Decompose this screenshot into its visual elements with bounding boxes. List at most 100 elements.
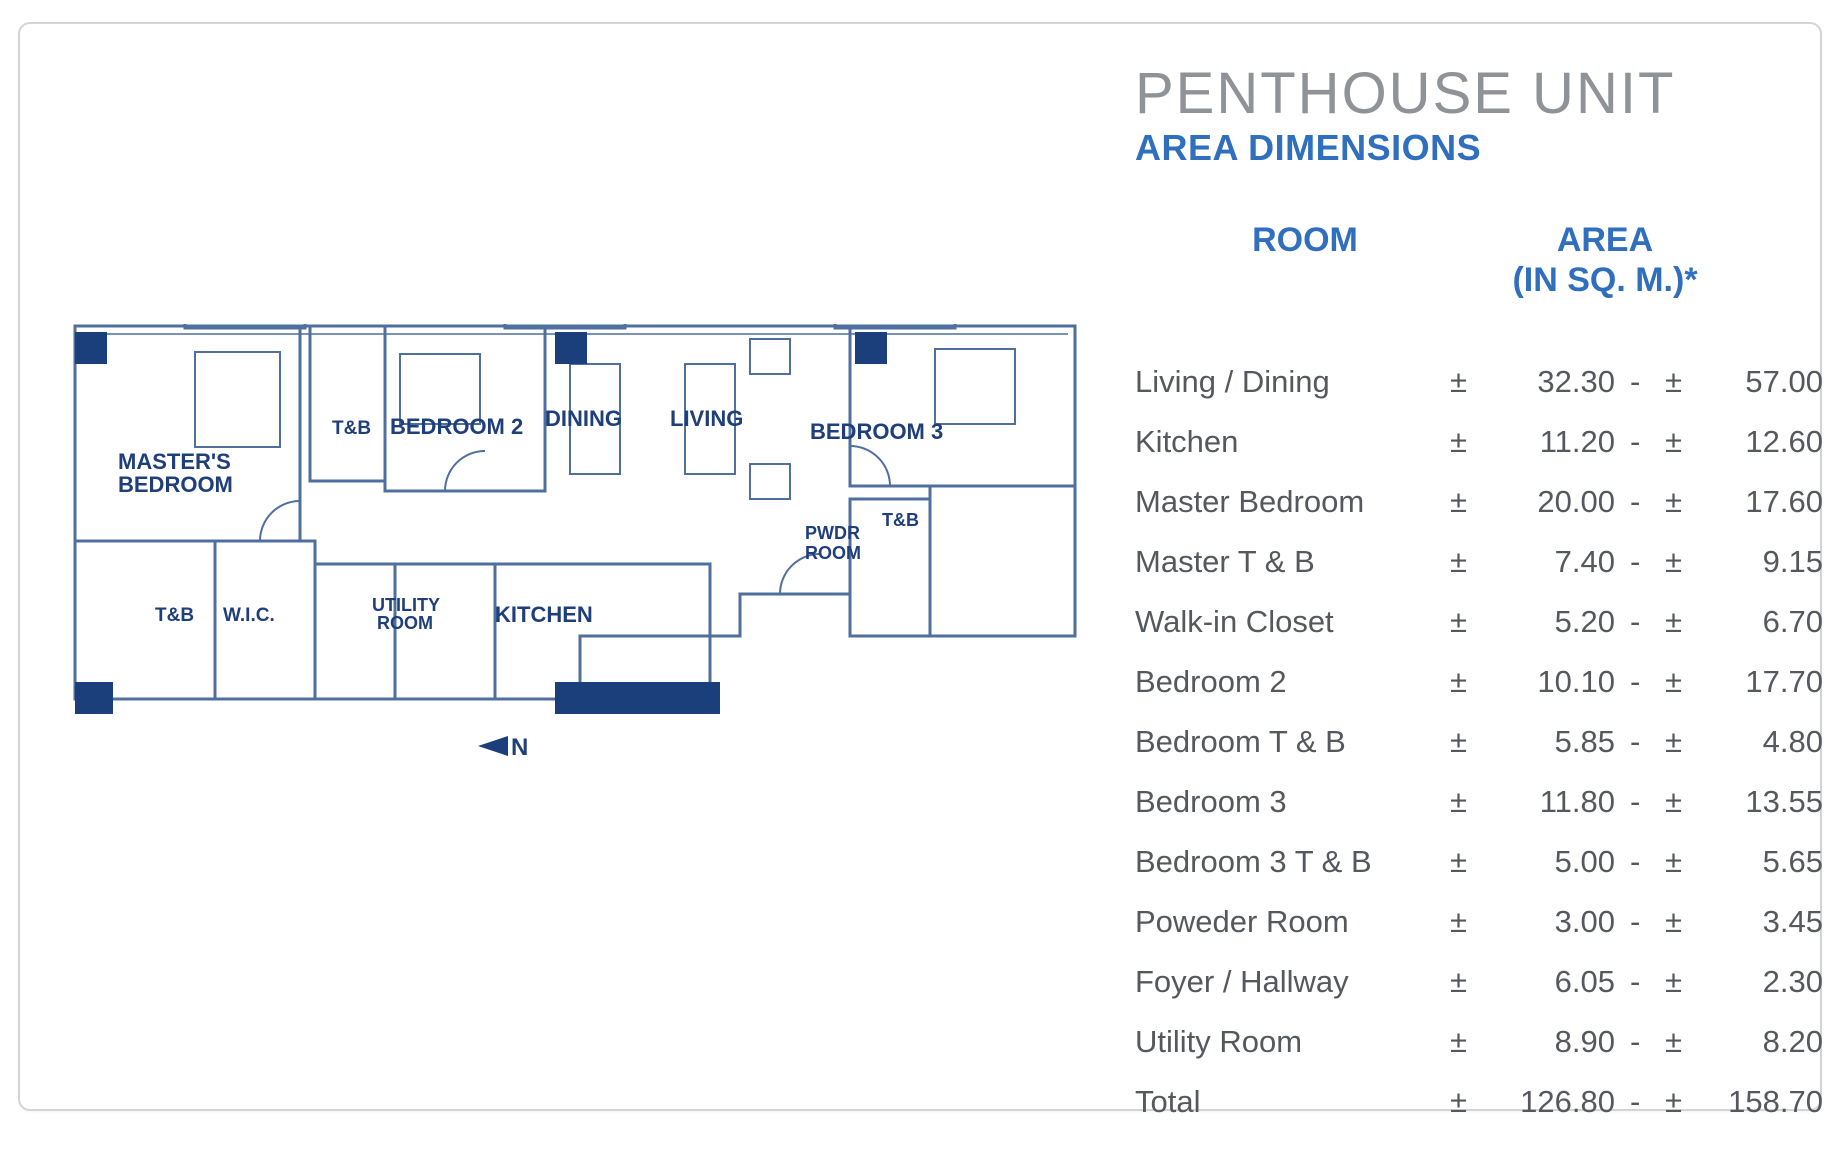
area-min: 10.10 [1537, 664, 1615, 699]
page-subtitle: AREA DIMENSIONS [1135, 127, 1482, 168]
range-dash: - [1630, 964, 1641, 999]
label-powder-room-line2: ROOM [805, 543, 861, 563]
table-row: Kitchen ± 11.20 - ± 12.60 [1135, 412, 1835, 472]
table-row: Poweder Room ± 3.00 - ± 3.45 [1135, 892, 1835, 952]
range-dash: - [1630, 724, 1641, 759]
area-max: 9.15 [1762, 544, 1823, 579]
area-min: 20.00 [1537, 484, 1615, 519]
table-row: Bedroom 2 ± 10.10 - ± 17.70 [1135, 652, 1835, 712]
range-dash: - [1630, 1024, 1641, 1059]
plus-minus: ± [1665, 484, 1683, 519]
area-max: 158.70 [1728, 1084, 1823, 1119]
room-name: Walk-in Closet [1135, 604, 1334, 639]
room-name: Kitchen [1135, 424, 1239, 459]
label-powder-room: PWDR [805, 523, 860, 543]
table-row: Bedroom 3 ± 11.80 - ± 13.55 [1135, 772, 1835, 832]
plus-minus: ± [1665, 604, 1683, 639]
label-bedroom-3: BEDROOM 3 [810, 419, 943, 444]
area-min: 5.00 [1554, 844, 1615, 879]
label-kitchen: KITCHEN [495, 602, 593, 627]
area-dimensions-panel: PENTHOUSE UNIT AREA DIMENSIONS ROOM AREA… [1135, 62, 1835, 1120]
range-dash: - [1630, 904, 1641, 939]
range-dash: - [1630, 784, 1641, 819]
area-min: 7.40 [1554, 544, 1615, 579]
plus-minus: ± [1450, 364, 1468, 399]
area-min: 11.20 [1539, 424, 1615, 459]
plus-minus: ± [1450, 484, 1468, 519]
table-row: Living / Dining ± 32.30 - ± 57.00 [1135, 352, 1835, 412]
plus-minus: ± [1665, 664, 1683, 699]
room-name: Bedroom T & B [1135, 724, 1346, 759]
room-name: Total [1135, 1084, 1201, 1119]
plus-minus: ± [1450, 424, 1468, 459]
plus-minus: ± [1450, 724, 1468, 759]
floor-plan: MASTER'S BEDROOM T&B BEDROOM 2 DINING LI… [60, 324, 1100, 924]
range-dash: - [1630, 844, 1641, 879]
floor-plan-drawing: MASTER'S BEDROOM T&B BEDROOM 2 DINING LI… [73, 324, 1077, 761]
table-row: Master Bedroom ± 20.00 - ± 17.60 [1135, 472, 1835, 532]
range-dash: - [1630, 484, 1641, 519]
area-max: 12.60 [1745, 424, 1823, 459]
area-min: 32.30 [1537, 364, 1615, 399]
north-label: N [511, 734, 528, 761]
plus-minus: ± [1665, 844, 1683, 879]
area-max: 2.30 [1762, 964, 1823, 999]
plus-minus: ± [1665, 904, 1683, 939]
plus-minus: ± [1450, 1084, 1468, 1119]
range-dash: - [1630, 604, 1641, 639]
area-max: 4.80 [1762, 724, 1823, 759]
range-dash: - [1630, 424, 1641, 459]
plus-minus: ± [1450, 604, 1468, 639]
area-min: 5.85 [1554, 724, 1615, 759]
table-row: Bedroom T & B ± 5.85 - ± 4.80 [1135, 712, 1835, 772]
room-name: Bedroom 3 [1135, 784, 1287, 819]
label-tb-bedroom3: T&B [882, 510, 919, 530]
label-masters-bedroom: MASTER'S [118, 449, 231, 474]
label-bedroom-2: BEDROOM 2 [390, 414, 523, 439]
range-dash: - [1630, 1084, 1641, 1119]
area-table: Living / Dining ± 32.30 - ± 57.00 Kitche… [1135, 352, 1835, 1132]
range-dash: - [1630, 364, 1641, 399]
column-header-room: ROOM [1252, 221, 1358, 259]
label-masters-bedroom-line2: BEDROOM [118, 472, 233, 497]
floor-plan-card: MASTER'S BEDROOM T&B BEDROOM 2 DINING LI… [18, 22, 1823, 1119]
label-tb-bedroom2: T&B [332, 418, 371, 439]
plus-minus: ± [1450, 664, 1468, 699]
area-max: 57.00 [1745, 364, 1823, 399]
area-max: 8.20 [1762, 1024, 1823, 1059]
plus-minus: ± [1665, 784, 1683, 819]
plus-minus: ± [1450, 544, 1468, 579]
area-min: 11.80 [1539, 784, 1615, 819]
range-dash: - [1630, 664, 1641, 699]
room-name: Foyer / Hallway [1135, 964, 1349, 999]
room-name: Bedroom 3 T & B [1135, 844, 1372, 879]
plus-minus: ± [1665, 544, 1683, 579]
area-min: 126.80 [1520, 1084, 1615, 1119]
plus-minus: ± [1665, 424, 1683, 459]
label-utility-room: UTILITY [372, 595, 440, 615]
room-name: Bedroom 2 [1135, 664, 1287, 699]
table-row: Master T & B ± 7.40 - ± 9.15 [1135, 532, 1835, 592]
label-living: LIVING [670, 406, 743, 431]
area-min: 8.90 [1554, 1024, 1615, 1059]
area-min: 6.05 [1554, 964, 1615, 999]
area-max: 17.70 [1745, 664, 1823, 699]
plus-minus: ± [1450, 1024, 1468, 1059]
area-min: 3.00 [1554, 904, 1615, 939]
column-header-area: AREA (IN SQ. M.)* [1512, 221, 1698, 299]
table-row: Bedroom 3 T & B ± 5.00 - ± 5.65 [1135, 832, 1835, 892]
label-wic: W.I.C. [223, 605, 275, 626]
area-max: 3.45 [1762, 904, 1823, 939]
room-name: Poweder Room [1135, 904, 1349, 939]
room-name: Utility Room [1135, 1024, 1303, 1059]
plus-minus: ± [1450, 784, 1468, 819]
plus-minus: ± [1450, 904, 1468, 939]
range-dash: - [1630, 544, 1641, 579]
plus-minus: ± [1665, 364, 1683, 399]
label-dining: DINING [545, 406, 622, 431]
label-tb-master: T&B [155, 605, 194, 626]
table-row: Walk-in Closet ± 5.20 - ± 6.70 [1135, 592, 1835, 652]
plus-minus: ± [1665, 724, 1683, 759]
label-utility-room-line2: ROOM [377, 613, 433, 633]
area-max: 6.70 [1762, 604, 1823, 639]
